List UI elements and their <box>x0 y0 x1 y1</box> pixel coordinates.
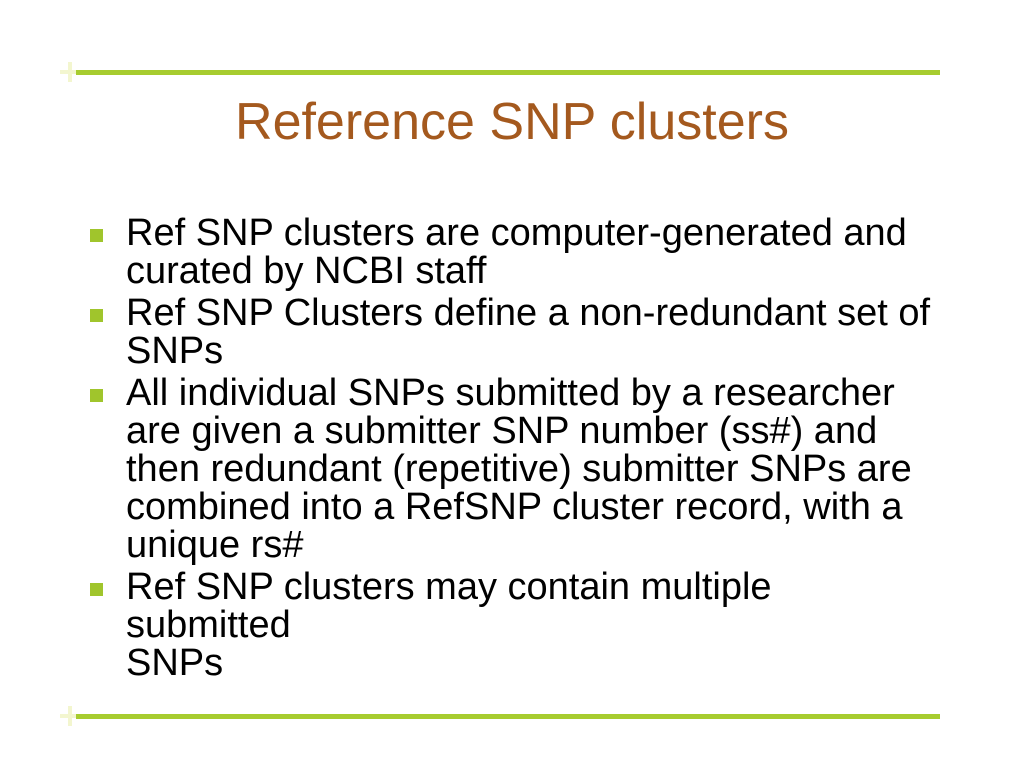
bullet-item: Ref SNP clusters may contain multiple su… <box>90 568 940 682</box>
sparkle-icon <box>60 706 80 726</box>
bullet-item: Ref SNP clusters are computer-generated … <box>90 214 940 290</box>
bullet-square-icon <box>90 389 103 402</box>
bullet-text: Ref SNP clusters are computer-generated … <box>126 212 907 292</box>
sparkle-icon <box>60 62 80 82</box>
top-rule <box>76 70 940 75</box>
bullet-text: All individual SNPs submitted by a resea… <box>126 372 912 566</box>
slide-title: Reference SNP clusters <box>235 93 789 151</box>
bullet-square-icon <box>90 229 103 242</box>
bullet-text: Ref SNP clusters may contain multiple su… <box>126 566 772 684</box>
bullet-text: Ref SNP Clusters define a non-redundant … <box>126 292 931 372</box>
bullet-item: All individual SNPs submitted by a resea… <box>90 374 940 564</box>
bullet-square-icon <box>90 583 103 596</box>
bullet-list: Ref SNP clusters are computer-generated … <box>90 214 940 682</box>
bullet-square-icon <box>90 309 103 322</box>
bullet-item: Ref SNP Clusters define a non-redundant … <box>90 294 940 370</box>
bottom-rule <box>76 714 940 719</box>
